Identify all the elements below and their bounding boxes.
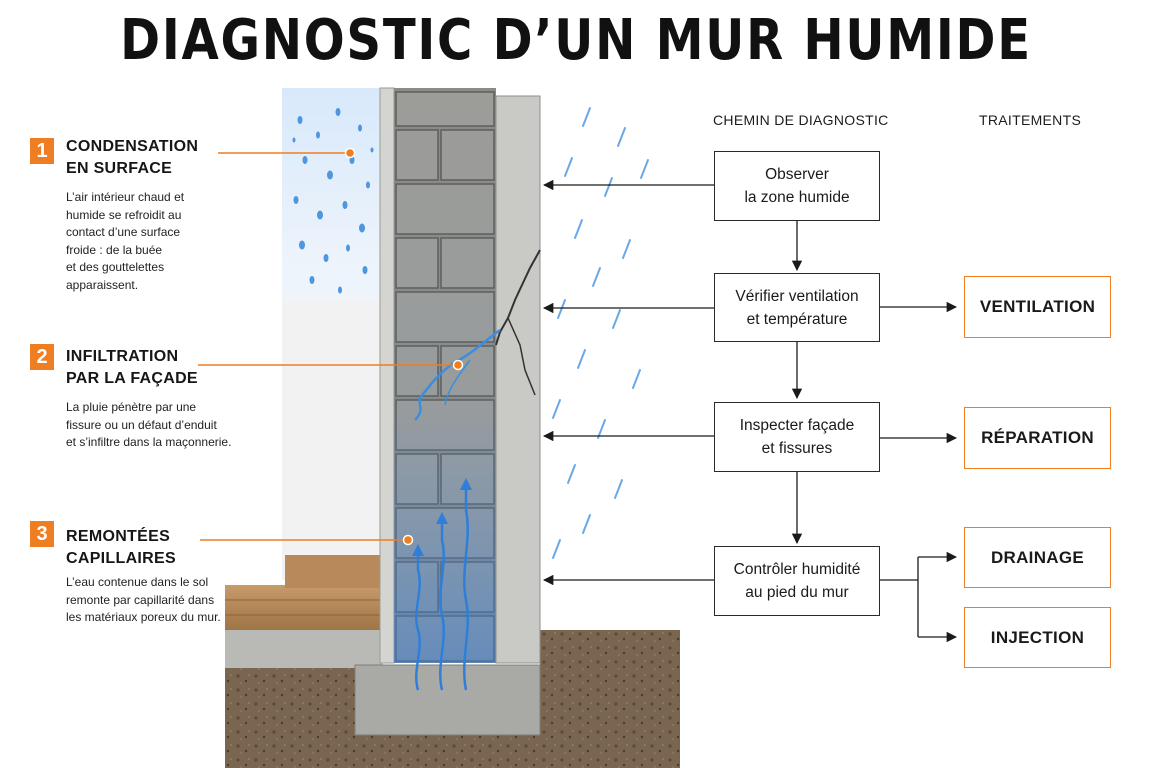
description-line: et des gouttelettes bbox=[66, 260, 165, 274]
diagnostic-step-facade: Inspecter façade et fissures bbox=[714, 402, 880, 472]
description-line: froide : de la buée bbox=[66, 242, 163, 257]
cause-number-badge: 3 bbox=[30, 521, 54, 547]
description-line: contact d’une surface bbox=[66, 225, 181, 239]
cause-title-infiltration: INFILTRATION PAR LA FAÇADE bbox=[66, 346, 198, 390]
diagnostic-step-humidity: Contrôler humidité au pied du mur bbox=[714, 546, 880, 616]
treatments-column-header: TRAITEMENTS bbox=[979, 112, 1082, 128]
description-line: apparaissent. bbox=[66, 277, 139, 292]
description-line: L’air intérieur chaud et bbox=[66, 190, 185, 204]
cause-number-badge: 1 bbox=[30, 138, 54, 164]
cause-title-line: EN SURFACE bbox=[66, 160, 173, 177]
description-line: remonte par capillarité dans bbox=[66, 592, 215, 607]
capillary-rise-arrows bbox=[415, 486, 469, 691]
cause-title-line: CONDENSATION bbox=[66, 138, 199, 155]
description-line: les matériaux poreux du mur. bbox=[66, 610, 221, 624]
diagnostic-column-header: CHEMIN DE DIAGNOSTIC bbox=[713, 112, 889, 128]
description-line: humide se refroidit au bbox=[66, 207, 182, 222]
cause-description-infiltration: La pluie pénètre par une fissure ou un d… bbox=[66, 399, 231, 452]
cause-title-line: REMONTÉES bbox=[66, 528, 171, 545]
cause-title-condensation: CONDENSATION EN SURFACE bbox=[66, 136, 198, 180]
condensation-droplets bbox=[292, 108, 374, 294]
page-title: DIAGNOSTIC D’UN MUR HUMIDE bbox=[120, 8, 1032, 73]
treatment-injection: INJECTION bbox=[964, 607, 1111, 668]
description-line: fissure ou un défaut d’enduit bbox=[66, 417, 217, 432]
cause-title-line: CAPILLAIRES bbox=[66, 550, 176, 567]
cause-description-capillary: L’eau contenue dans le sol remonte par c… bbox=[66, 574, 221, 627]
treatment-ventilation: VENTILATION bbox=[964, 276, 1111, 338]
cause-title-line: PAR LA FAÇADE bbox=[66, 370, 198, 387]
cause-title-capillary: REMONTÉES CAPILLAIRES bbox=[66, 526, 176, 570]
description-line: La pluie pénètre par une bbox=[66, 400, 197, 414]
description-line: et s’infiltre dans la maçonnerie. bbox=[66, 435, 232, 449]
diagnostic-step-observe: Observer la zone humide bbox=[714, 151, 880, 221]
cause-title-line: INFILTRATION bbox=[66, 348, 179, 365]
cause-number-badge: 2 bbox=[30, 344, 54, 370]
cause-description-condensation: L’air intérieur chaud et humide se refro… bbox=[66, 189, 184, 294]
description-line: L’eau contenue dans le sol bbox=[66, 575, 209, 589]
treatment-reparation: RÉPARATION bbox=[964, 407, 1111, 469]
diagnostic-step-ventilation: Vérifier ventilation et température bbox=[714, 273, 880, 342]
rain-streaks bbox=[552, 107, 649, 559]
treatment-drainage: DRAINAGE bbox=[964, 527, 1111, 588]
